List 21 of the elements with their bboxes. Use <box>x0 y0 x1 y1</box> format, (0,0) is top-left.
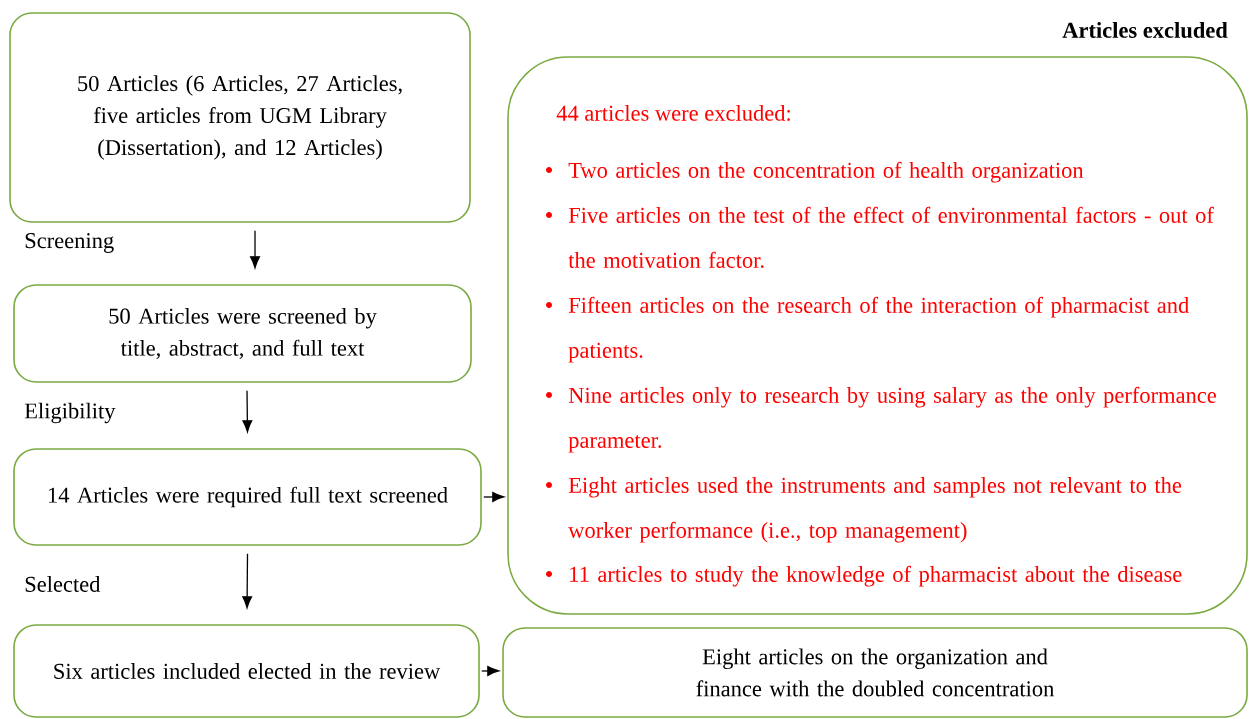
arrow <box>242 553 253 609</box>
list-item: Nine articles only to research by using salary as the only performance parameter. <box>546 386 1216 453</box>
stage-label: Selected <box>25 576 101 592</box>
arrow <box>250 230 260 269</box>
process-box: 14 Articles were required full text screened <box>13 448 482 546</box>
arrow <box>481 666 500 676</box>
list-item: Two articles on the concentration of health organization <box>546 161 1084 183</box>
process-box: 50 Articles (6 Articles, 27 Articles, five articles from UGM Library (Dissertation), and 12 Articles) <box>9 12 471 223</box>
process-box: Eight articles on the organization and finance with the doubled concentration <box>502 627 1248 718</box>
stage-label: Eligibility <box>24 402 116 424</box>
list-item: Eight articles used the instruments and samples not relevant to the worker performance (i.e., top management) <box>546 477 1182 543</box>
box-heading: Articles excluded <box>1062 22 1228 38</box>
list-item: Five articles on the test of the effect of environmental factors - out of the motivation factor. <box>546 206 1214 268</box>
list-intro: 44 articles were excluded: <box>556 105 790 121</box>
process-box: 50 Articles were screened by title, abstract, and full text <box>13 284 472 383</box>
list-item: 11 articles to study the knowledge of pharmacist about the disease <box>546 565 1182 587</box>
process-box: Six articles included elected in the review <box>13 624 480 718</box>
stage-label: Screening <box>25 233 114 253</box>
arrow <box>242 390 253 433</box>
arrow <box>483 492 505 502</box>
list-item: Fifteen articles on the research of the interaction of pharmacist and patients. <box>546 296 1189 363</box>
